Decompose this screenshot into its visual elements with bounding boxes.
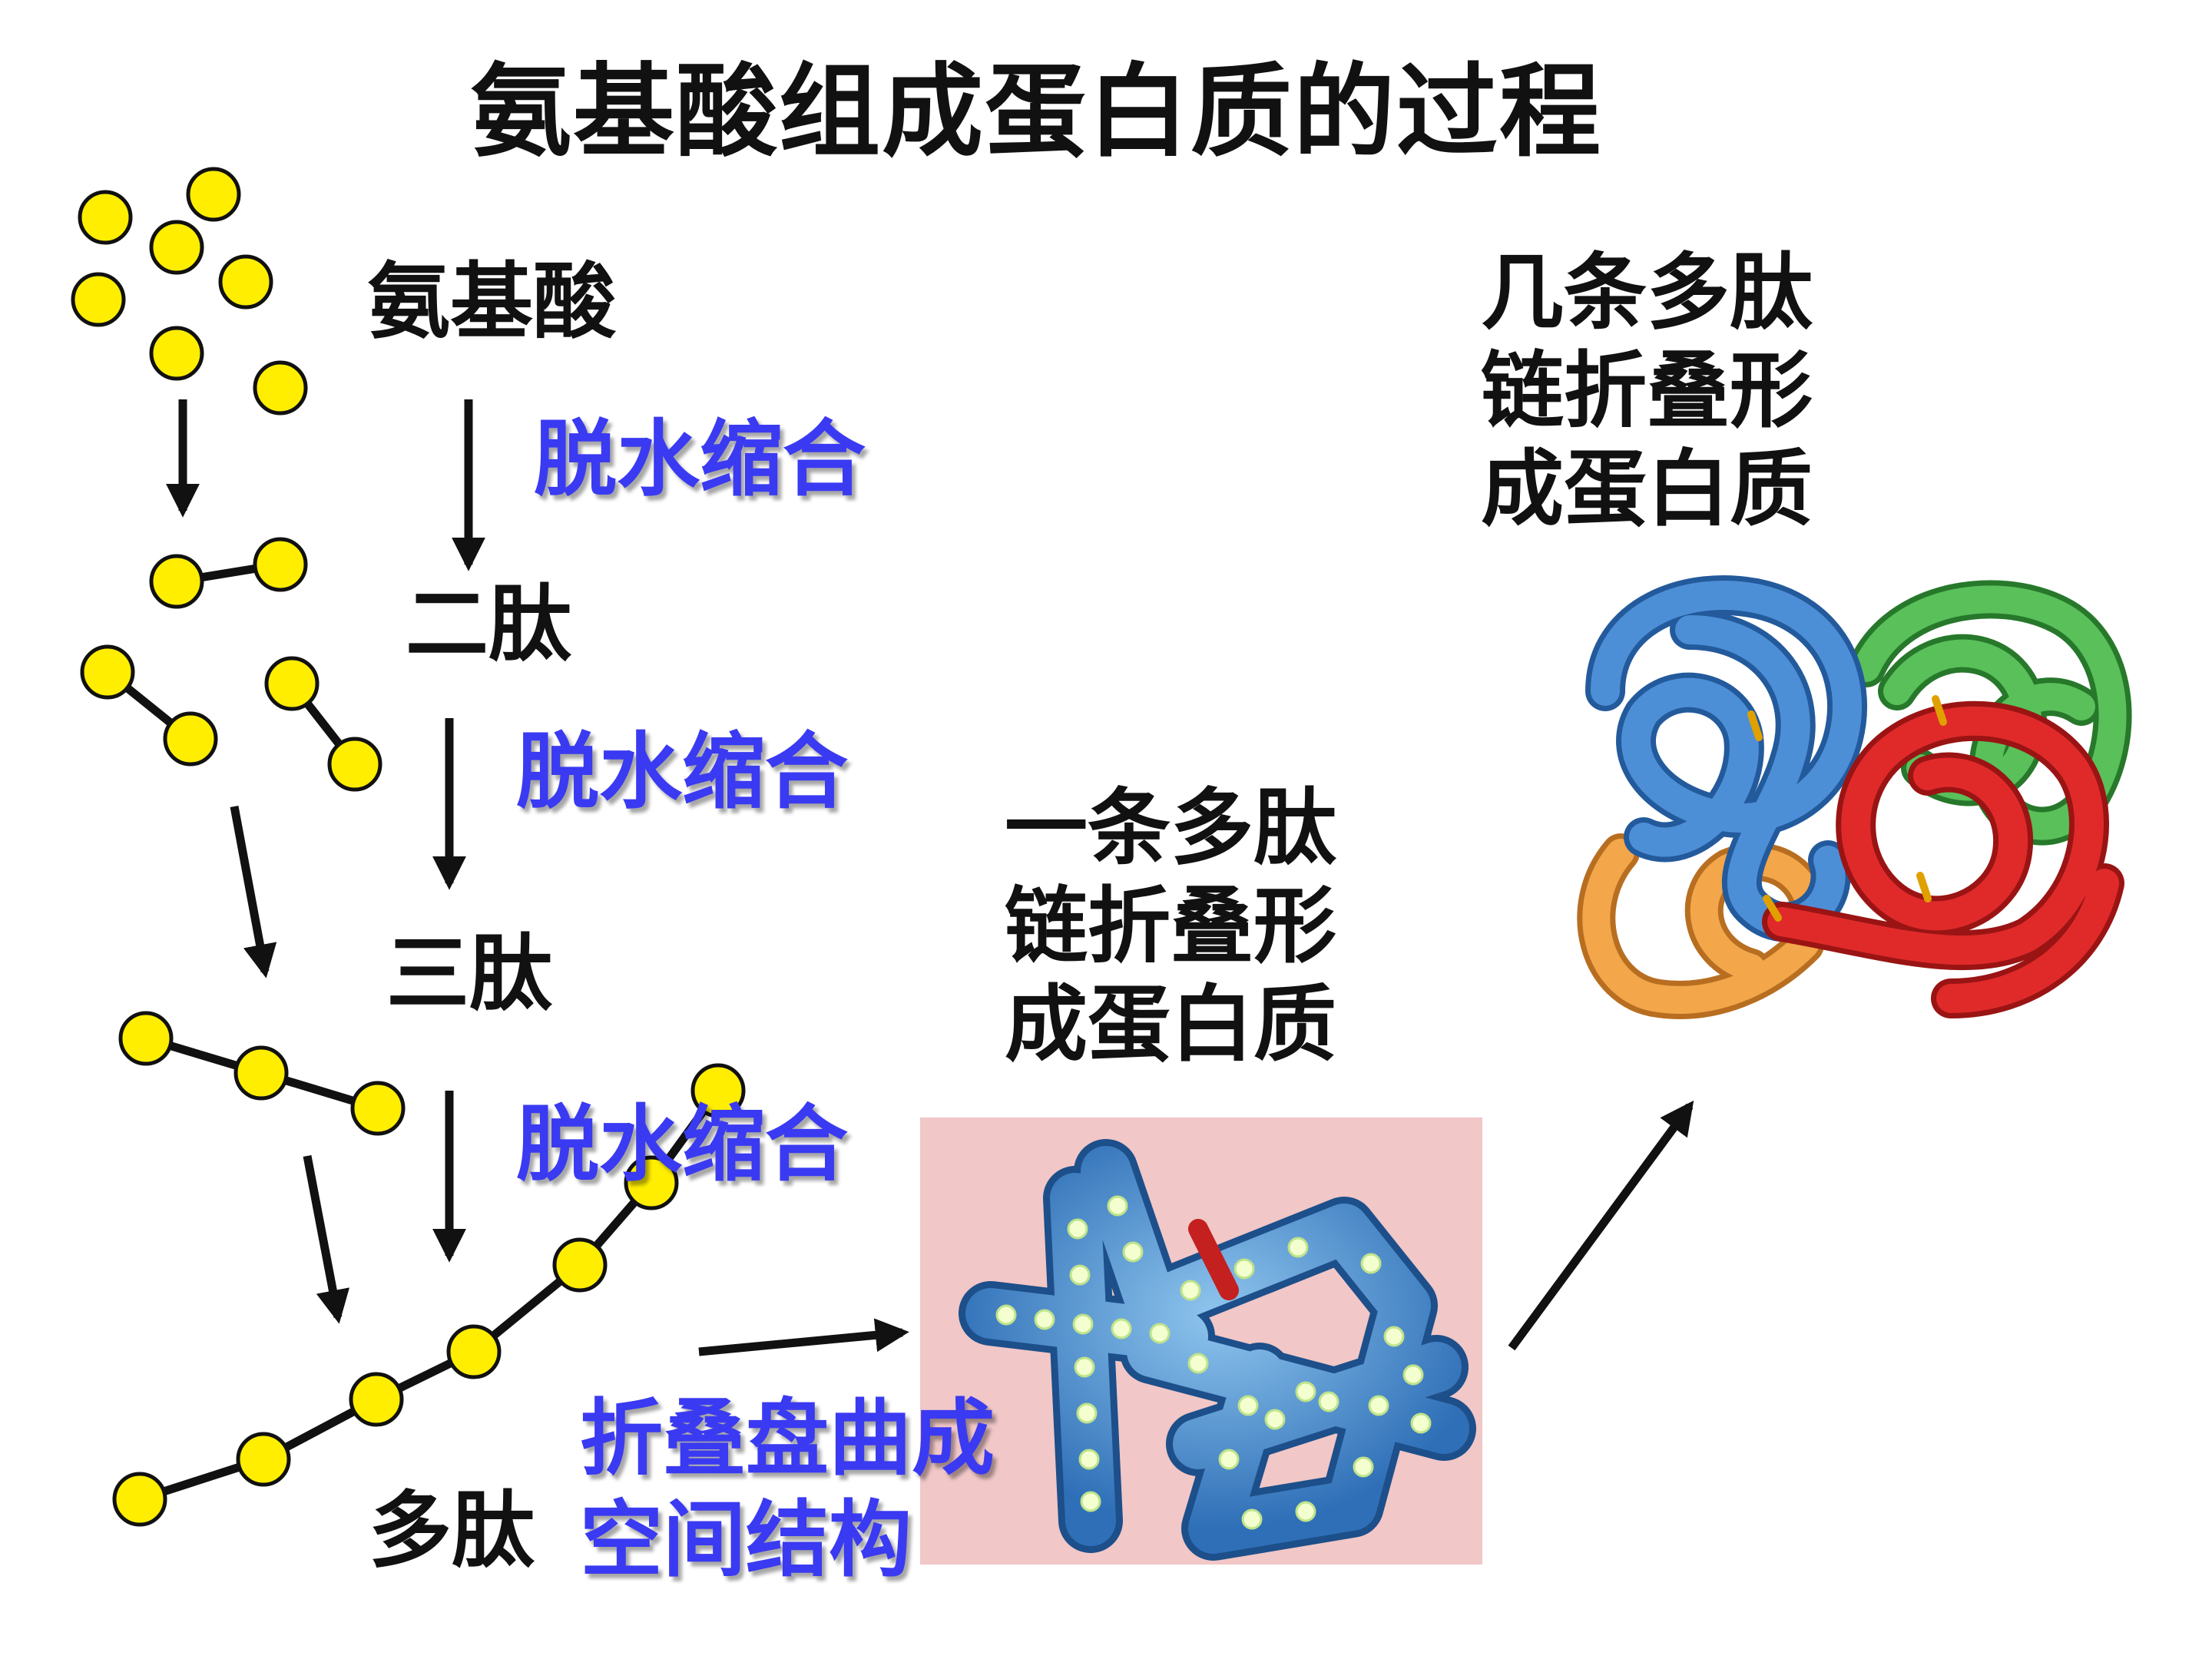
multichain-line1: 几条多肽 bbox=[1481, 245, 1813, 341]
amino-acid bbox=[233, 1045, 289, 1101]
label-amino-acid: 氨基酸 bbox=[367, 254, 617, 350]
amino-acid bbox=[327, 737, 382, 792]
amino-acid bbox=[236, 1432, 291, 1487]
polypeptide-molecule bbox=[112, 1063, 746, 1527]
arrow-tripeptide-to-polypeptide-left bbox=[303, 1154, 350, 1324]
multichain-protein-image bbox=[1577, 575, 2132, 1019]
amino-acid bbox=[149, 326, 204, 381]
multichain-line2: 链折叠形 bbox=[1481, 343, 1813, 439]
amino-acid bbox=[149, 554, 204, 609]
amino-acid bbox=[163, 711, 218, 767]
free-amino-acids bbox=[71, 167, 308, 416]
label-folding-line1: 折叠盘曲成 bbox=[580, 1391, 995, 1487]
amino-acid bbox=[350, 1081, 406, 1136]
folded-polypeptide-image bbox=[920, 1118, 1482, 1565]
single-chain-line3: 成蛋白质 bbox=[1005, 977, 1337, 1073]
amino-acid bbox=[71, 272, 126, 327]
amino-acid bbox=[446, 1324, 502, 1379]
amino-acid bbox=[253, 360, 308, 416]
arrow-to-folded-chain bbox=[698, 1318, 909, 1356]
amino-acid bbox=[186, 167, 241, 222]
amino-acid bbox=[80, 644, 135, 700]
flow-arrows bbox=[166, 399, 1694, 1356]
single-chain-line1: 一条多肽 bbox=[1005, 780, 1337, 876]
label-condensation-2: 脱水缩合 bbox=[516, 724, 849, 820]
dipeptide-molecule bbox=[149, 537, 308, 609]
single-chain-line2: 链折叠形 bbox=[1005, 879, 1337, 975]
multichain-line3: 成蛋白质 bbox=[1481, 442, 1813, 538]
amino-acid bbox=[264, 656, 320, 711]
page-title: 氨基酸组成蛋白质的过程 bbox=[470, 53, 1602, 171]
amino-acid bbox=[218, 254, 273, 310]
amino-acid bbox=[149, 220, 204, 275]
label-tripeptide: 三肽 bbox=[386, 926, 553, 1022]
disulfide-bond bbox=[1188, 1219, 1239, 1300]
arrow-dipeptide-to-tripeptide-left bbox=[230, 805, 277, 979]
amino-acid bbox=[118, 1011, 174, 1066]
tripeptide-molecule bbox=[118, 1011, 406, 1136]
label-multichain-protein: 几条多肽 链折叠形 成蛋白质 bbox=[1481, 244, 1813, 539]
dipeptide-pair bbox=[80, 644, 382, 792]
label-condensation-3: 脱水缩合 bbox=[516, 1097, 849, 1193]
amino-acid bbox=[624, 1155, 679, 1210]
amino-acid bbox=[78, 190, 133, 245]
label-folding-line2: 空间结构 bbox=[580, 1492, 912, 1588]
amino-acid bbox=[112, 1472, 167, 1527]
label-single-chain-protein: 一条多肽 链折叠形 成蛋白质 bbox=[1005, 780, 1336, 1075]
amino-acid bbox=[253, 537, 308, 592]
label-condensation-1: 脱水缩合 bbox=[534, 412, 866, 508]
amino-acid bbox=[690, 1063, 746, 1118]
arrow-to-multichain-protein bbox=[1508, 1100, 1694, 1351]
amino-acid bbox=[349, 1372, 404, 1427]
label-polypeptide: 多肽 bbox=[369, 1483, 535, 1579]
amino-acid bbox=[552, 1237, 608, 1293]
label-dipeptide: 二肽 bbox=[406, 577, 572, 673]
